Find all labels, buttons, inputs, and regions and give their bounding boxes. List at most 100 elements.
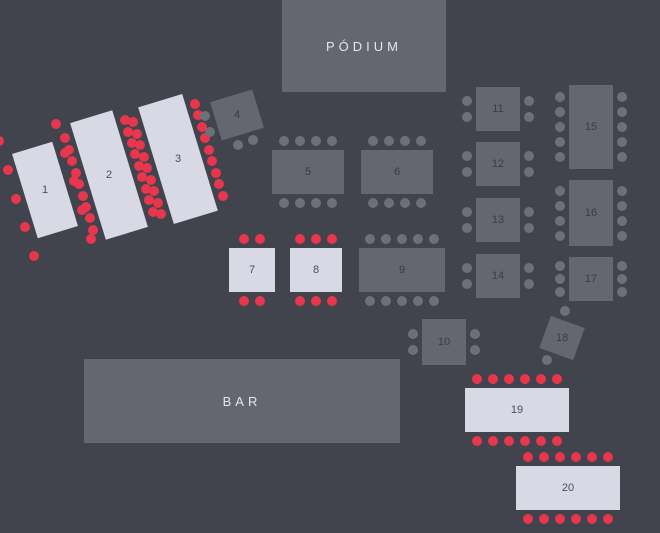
table-1-seat[interactable] [86,233,97,244]
table-6-seat[interactable] [368,136,378,146]
table-3-seat[interactable] [193,110,204,121]
table-2-seat[interactable] [88,224,99,235]
table-4-seat[interactable] [200,111,210,122]
table-5-seat[interactable] [279,198,289,208]
table-16-seat[interactable] [555,215,565,226]
table-18-seat[interactable] [559,306,570,317]
table-14-seat[interactable] [462,263,472,273]
table-3-seat[interactable] [138,151,149,162]
table-3-seat[interactable] [196,121,207,132]
table-5[interactable]: 5 [272,150,344,194]
table-6-seat[interactable] [368,198,378,208]
table-3-seat[interactable] [135,140,146,151]
table-13-seat[interactable] [462,223,472,233]
table-14-seat[interactable] [524,279,534,289]
table-2-seat[interactable] [63,144,74,155]
table-13-seat[interactable] [524,223,534,233]
table-6-seat[interactable] [400,198,410,208]
table-15-seat[interactable] [555,107,565,117]
table-3-seat[interactable] [152,197,163,208]
table-3-seat[interactable] [131,128,142,139]
table-16[interactable]: 16 [569,180,613,246]
table-9-seat[interactable] [413,234,423,244]
table-16-seat[interactable] [617,185,627,196]
table-3-seat[interactable] [217,190,228,201]
table-6-seat[interactable] [384,198,394,208]
table-20-seat[interactable] [555,514,565,524]
table-8-seat[interactable] [327,234,337,244]
table-13-seat[interactable] [524,207,534,217]
table-1-seat[interactable] [11,193,22,204]
table-2-seat[interactable] [84,213,95,224]
table-9-seat[interactable] [397,296,407,306]
table-11-seat[interactable] [524,96,534,106]
table-19-seat[interactable] [536,374,546,384]
table-7-seat[interactable] [239,296,249,306]
table-4-seat[interactable] [232,140,243,151]
table-10-seat[interactable] [408,329,418,339]
table-9-seat[interactable] [381,234,391,244]
table-11-seat[interactable] [462,96,472,106]
table-2-seat[interactable] [133,160,144,171]
table-20-seat[interactable] [539,514,549,524]
table-1-seat[interactable] [20,222,31,233]
table-19-seat[interactable] [504,374,514,384]
table-3-seat[interactable] [200,133,211,144]
table-10-seat[interactable] [470,345,480,355]
table-2-seat[interactable] [123,126,134,137]
table-16-seat[interactable] [555,230,565,241]
table-16-seat[interactable] [555,200,565,211]
table-20-seat[interactable] [523,452,533,462]
table-6-seat[interactable] [384,136,394,146]
table-16-seat[interactable] [617,200,627,211]
table-11-seat[interactable] [462,112,472,122]
table-3-seat[interactable] [214,179,225,190]
table-19-seat[interactable] [520,436,530,446]
table-14-seat[interactable] [524,263,534,273]
table-12[interactable]: 12 [476,142,520,186]
table-7-seat[interactable] [255,234,265,244]
table-3-seat[interactable] [128,117,139,128]
table-7[interactable]: 7 [229,248,275,292]
table-2-seat[interactable] [137,172,148,183]
table-9-seat[interactable] [365,234,375,244]
table-19-seat[interactable] [472,436,482,446]
table-3-seat[interactable] [210,167,221,178]
table-8-seat[interactable] [295,296,305,306]
table-2-seat[interactable] [144,195,155,206]
table-1-seat[interactable] [2,165,13,176]
table-5-seat[interactable] [311,136,321,146]
table-9-seat[interactable] [429,234,439,244]
table-20[interactable]: 20 [516,466,620,510]
table-17-seat[interactable] [555,274,565,284]
table-11[interactable]: 11 [476,87,520,131]
table-6[interactable]: 6 [361,150,433,194]
table-15[interactable]: 15 [569,85,613,169]
table-13-seat[interactable] [462,207,472,217]
table-18-seat[interactable] [542,355,553,366]
table-17-seat[interactable] [617,287,627,297]
table-6-seat[interactable] [416,198,426,208]
table-2-seat[interactable] [74,179,85,190]
table-2-seat[interactable] [60,133,71,144]
table-20-seat[interactable] [587,514,597,524]
table-20-seat[interactable] [587,452,597,462]
table-19-seat[interactable] [488,436,498,446]
table-19-seat[interactable] [552,436,562,446]
table-6-seat[interactable] [416,136,426,146]
table-10-seat[interactable] [470,329,480,339]
table-20-seat[interactable] [523,514,533,524]
table-2-seat[interactable] [77,190,88,201]
table-7-seat[interactable] [255,296,265,306]
table-15-seat[interactable] [617,137,627,147]
table-2-seat[interactable] [140,183,151,194]
table-8-seat[interactable] [311,296,321,306]
table-12-seat[interactable] [462,151,472,161]
table-20-seat[interactable] [603,514,613,524]
table-1-seat[interactable] [28,251,39,262]
table-20-seat[interactable] [571,452,581,462]
table-9-seat[interactable] [413,296,423,306]
table-3-seat[interactable] [145,174,156,185]
table-4-seat[interactable] [248,135,259,146]
table-5-seat[interactable] [327,136,337,146]
